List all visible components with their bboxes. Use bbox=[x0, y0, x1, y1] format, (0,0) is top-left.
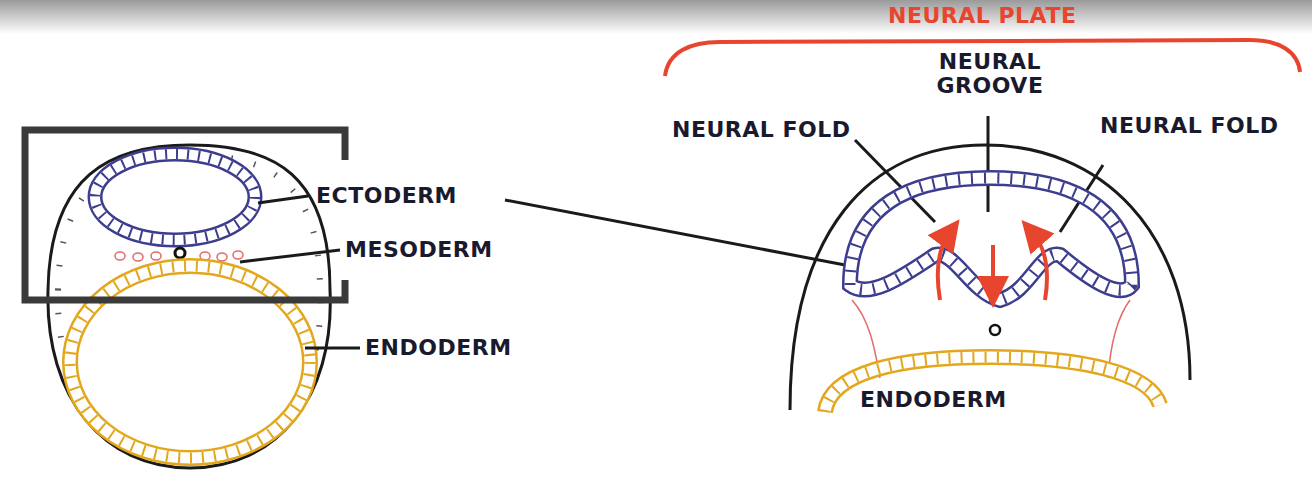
neural-plate-band bbox=[850, 178, 1132, 300]
notochord bbox=[990, 325, 1000, 335]
part-label: MESODERM bbox=[345, 238, 493, 262]
part-label: NEURAL FOLD bbox=[1100, 114, 1278, 138]
notochord bbox=[175, 248, 185, 258]
part-label: ECTODERM bbox=[316, 184, 457, 208]
part-label: NEURAL GROOVE bbox=[905, 50, 1075, 98]
top-shadow bbox=[0, 0, 1312, 34]
folding-arrows bbox=[938, 232, 1047, 300]
part-label: ENDODERM bbox=[365, 336, 512, 360]
region-title: NEURAL PLATE bbox=[888, 4, 1076, 28]
endoderm-band bbox=[825, 357, 1160, 412]
outline-ticks bbox=[58, 155, 320, 458]
ectoderm-band bbox=[95, 154, 255, 240]
focus-box bbox=[25, 130, 345, 300]
part-label: NEURAL FOLD bbox=[672, 118, 850, 142]
embryo-outline bbox=[48, 145, 330, 468]
leader-lines bbox=[240, 116, 1103, 348]
endoderm-band bbox=[70, 266, 310, 458]
part-label: ENDODERM bbox=[860, 388, 1007, 412]
